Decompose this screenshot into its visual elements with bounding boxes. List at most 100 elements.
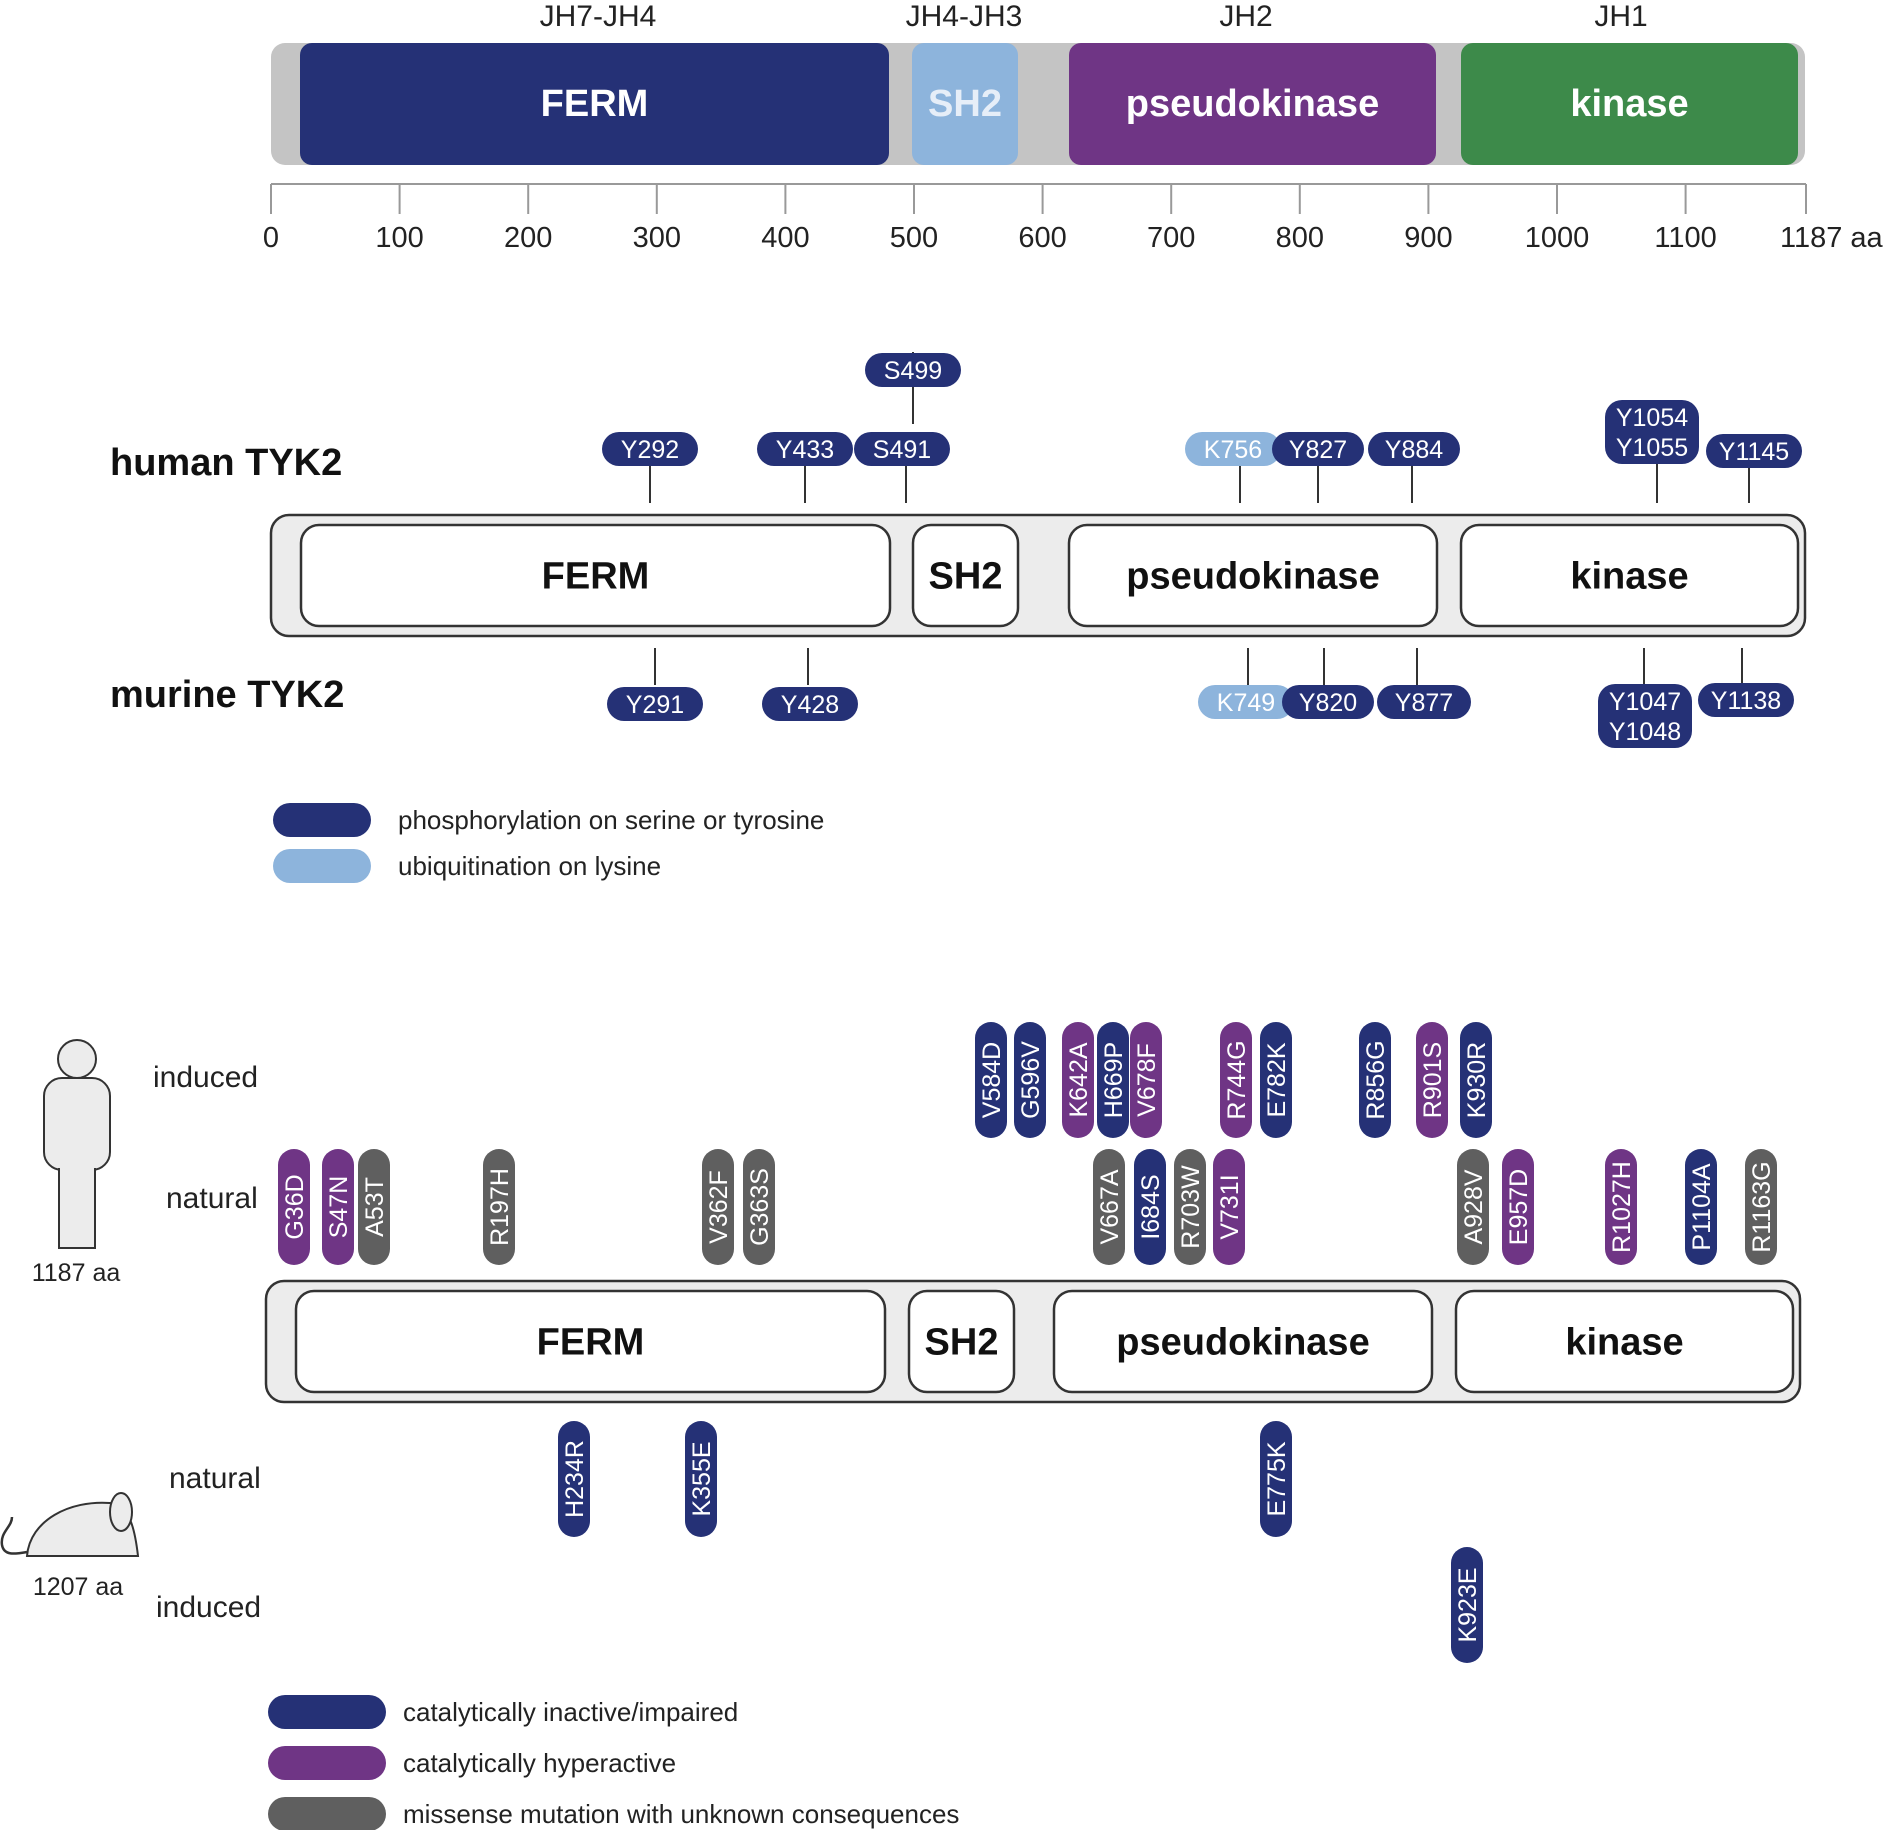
axis-tick-label: 500	[890, 222, 938, 254]
human-tyk2-label: human TYK2	[110, 442, 342, 484]
site-pill	[1706, 434, 1802, 468]
axis-tick-label: 100	[375, 222, 423, 254]
site-label: Y291	[626, 691, 684, 719]
axis-tick-label: 400	[761, 222, 809, 254]
domain-block-label: FERM	[541, 83, 649, 125]
axis-tick-label: 200	[504, 222, 552, 254]
mutation-label: V678F	[1133, 1043, 1161, 1117]
mutation-pill	[358, 1149, 390, 1265]
mutation-label: I684S	[1137, 1174, 1165, 1239]
site-label: Y428	[781, 691, 839, 719]
mutation-pill	[1213, 1149, 1245, 1265]
mut-domain-label: FERM	[537, 1322, 645, 1364]
mutation-pill	[1260, 1022, 1292, 1138]
mutation-pill	[702, 1149, 734, 1265]
site-label: Y827	[1289, 436, 1347, 464]
site-pill	[1698, 683, 1794, 717]
mut-domain-label: kinase	[1565, 1322, 1683, 1364]
site-label: Y1047	[1609, 688, 1681, 716]
site-pill	[1272, 432, 1364, 466]
mutation-label: S47N	[325, 1176, 353, 1239]
domain-block-kinase	[1461, 43, 1798, 165]
human-icon-torso	[43, 1077, 111, 1171]
mutation-label: K355E	[688, 1441, 716, 1516]
domain-block-label: pseudokinase	[1126, 83, 1379, 125]
site-pill	[1368, 432, 1460, 466]
mutation-pill	[1174, 1149, 1206, 1265]
mutation-label: P1104A	[1688, 1163, 1716, 1250]
mutation-label: R1163G	[1748, 1161, 1776, 1252]
site-label: Y820	[1299, 689, 1357, 717]
legend-swatch	[268, 1797, 386, 1830]
site-pill	[607, 687, 703, 721]
mutation-label: A53T	[361, 1177, 389, 1237]
mut-domain-box	[1052, 1289, 1434, 1394]
mutation-pill	[1359, 1022, 1391, 1138]
legend-swatch	[268, 1695, 386, 1729]
legend-label: catalytically inactive/impaired	[403, 1697, 738, 1727]
mutation-pill	[743, 1149, 775, 1265]
site-pill	[762, 687, 858, 721]
mutation-pill	[1745, 1149, 1777, 1265]
domain-block-label: SH2	[928, 83, 1002, 125]
mutation-pill	[1097, 1022, 1129, 1138]
mutation-pill	[1134, 1149, 1166, 1265]
axis-tick-label: 1000	[1525, 222, 1590, 254]
site-pill	[757, 432, 853, 466]
legend-label: catalytically hyperactive	[403, 1748, 676, 1778]
axis-tick-label: 900	[1404, 222, 1452, 254]
region-label: JH1	[1594, 0, 1647, 33]
mutation-pill	[1130, 1022, 1162, 1138]
axis-tick-label: 600	[1018, 222, 1066, 254]
ptm-domain-box	[911, 523, 1020, 628]
legend-swatch	[268, 1746, 386, 1780]
mutation-label: R744G	[1223, 1040, 1251, 1119]
site-pill	[1377, 685, 1471, 719]
site-pill	[1198, 685, 1294, 719]
site-label: Y884	[1385, 436, 1443, 464]
ptm-domain-box	[1067, 523, 1439, 628]
mutation-pill	[278, 1149, 310, 1265]
site-label: Y1048	[1609, 718, 1681, 746]
mouse-icon-ear	[109, 1492, 133, 1532]
domain-block-pseudokinase	[1069, 43, 1436, 165]
mutation-pill	[1093, 1149, 1125, 1265]
mutation-label: K642A	[1065, 1042, 1093, 1117]
ptm-domain-label: SH2	[929, 556, 1003, 598]
site-label: Y1054	[1616, 404, 1688, 432]
mutation-label: V362F	[705, 1170, 733, 1244]
mouse-icon-tail	[0, 1516, 28, 1555]
site-pill	[1185, 432, 1281, 466]
site-label: S499	[884, 357, 942, 385]
mutation-pill	[1260, 1421, 1292, 1537]
ptm-domain-box	[1459, 523, 1800, 628]
ptm-domain-label: kinase	[1570, 556, 1688, 598]
site-pill	[1605, 400, 1699, 464]
mut-domain-box	[294, 1289, 887, 1394]
ptm-domain-box	[299, 523, 892, 628]
domain-block-label: kinase	[1570, 83, 1688, 125]
mutation-label: A928V	[1460, 1169, 1488, 1244]
row-label-mouse-induced: induced	[156, 1591, 261, 1624]
mutation-pill	[1460, 1022, 1492, 1138]
site-pill	[602, 432, 698, 466]
site-label: Y877	[1395, 689, 1453, 717]
ptm-domain-label: FERM	[542, 556, 650, 598]
ptm-domain-label: pseudokinase	[1126, 556, 1379, 598]
legend-swatch	[273, 849, 371, 883]
mutation-pill	[558, 1421, 590, 1537]
mut-domain-box	[907, 1289, 1016, 1394]
site-label: Y1138	[1711, 687, 1781, 715]
legend-label: missense mutation with unknown consequen…	[403, 1799, 959, 1829]
region-label: JH2	[1219, 0, 1272, 33]
mutation-label: R901S	[1419, 1042, 1447, 1118]
mutation-label: H669P	[1100, 1042, 1128, 1118]
row-label-mouse-natural: natural	[169, 1462, 261, 1495]
mouse-icon	[0, 1492, 140, 1557]
mutation-label: G596V	[1017, 1041, 1045, 1119]
mouse-protein-size: 1207 aa	[33, 1573, 123, 1601]
mutation-pill	[1014, 1022, 1046, 1138]
site-label: Y1055	[1616, 434, 1688, 462]
